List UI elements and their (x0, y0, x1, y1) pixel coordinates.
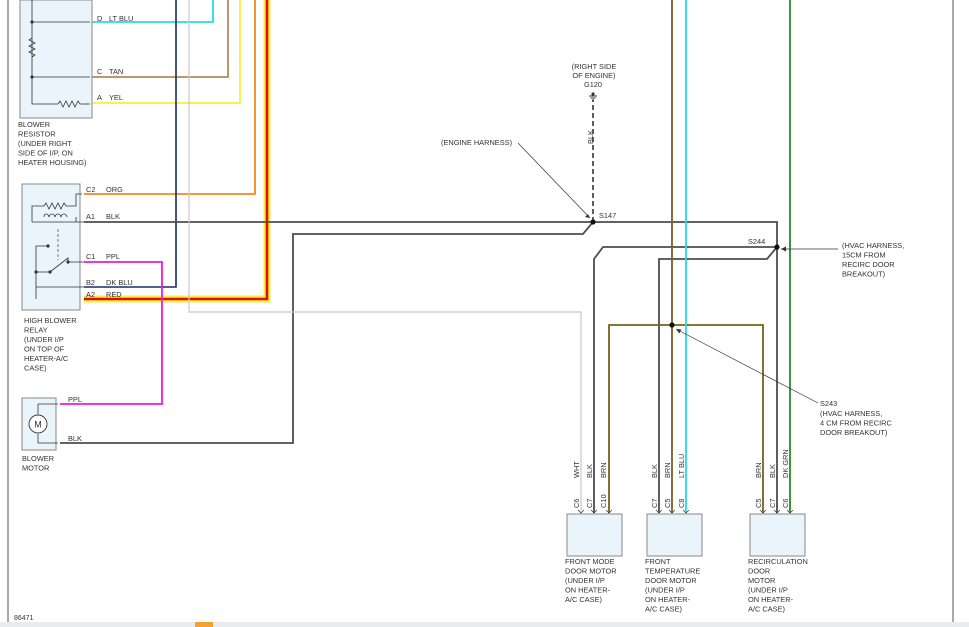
wire-blk-motor-ground (60, 221, 594, 444)
temp-wire-c7: BLK (650, 464, 659, 478)
resistor-wire-c: TAN (109, 67, 123, 76)
bottom-strip-accent (195, 622, 213, 627)
wire-red-relay-a2 (84, 0, 269, 301)
recirc-motor-body (749, 513, 806, 557)
relay-pin-c1: C1 (86, 252, 95, 261)
ground-label: (RIGHT SIDE OF ENGINE) G120 (572, 62, 619, 89)
diagram-id: 86471 (14, 615, 34, 622)
wire-org-relay-c2 (84, 0, 256, 195)
mode-pin-c10: C10 (599, 494, 608, 508)
front-mode-door-motor (566, 513, 623, 557)
motor-symbol (28, 414, 48, 434)
relay-body (21, 183, 81, 311)
mode-pin-c7: C7 (585, 499, 594, 508)
blower-motor-label: BLOWER MOTOR (22, 454, 56, 473)
splice-s243-id: S243 (820, 399, 837, 408)
resistor-pin-d: D (97, 14, 102, 23)
resistor-wire-a: YEL (109, 93, 123, 102)
resistor-pin-c: C (97, 67, 103, 76)
relay-wire-c1: PPL (106, 252, 120, 261)
ground-g120 (589, 92, 597, 101)
splice-s244-id: S244 (748, 237, 765, 246)
wire-ltblu-resistor-d (92, 0, 214, 23)
relay-wire-a2: RED (106, 290, 122, 299)
wire-yel-resistor-a (92, 0, 241, 104)
mode-wire-c7: BLK (585, 464, 594, 478)
splice-s243 (669, 322, 675, 328)
relay-wire-b2: DK BLU (106, 278, 133, 287)
wire-dkblu-relay-b2 (84, 0, 177, 288)
resistor-pin-a: A (97, 93, 102, 102)
blower-motor: M (21, 397, 58, 451)
temp-pin-c7: C7 (650, 499, 659, 508)
temp-motor-label: FRONT TEMPERATURE DOOR MOTOR (UNDER I/P … (645, 557, 702, 614)
recirc-pin-c5: C5 (754, 499, 763, 508)
wire-blk-mode-c7 (593, 246, 777, 513)
splice-s147-id: S147 (599, 211, 616, 220)
wire-wht-mode-c6 (188, 0, 582, 513)
mode-wire-c10: BRN (599, 462, 608, 478)
front-temperature-door-motor (646, 513, 703, 557)
mode-motor-label: FRONT MODE DOOR MOTOR (UNDER I/P ON HEAT… (565, 557, 619, 604)
motor-wire-ppl: PPL (68, 395, 82, 404)
relay-wire-a1: BLK (106, 212, 120, 221)
blower-resistor (19, 0, 93, 119)
relay-wire-c2: ORG (106, 185, 123, 194)
wire-tan-resistor-c (92, 0, 229, 78)
splice-s244-callout: (HVAC HARNESS, 15CM FROM RECIRC DOOR BRE… (842, 241, 906, 279)
temp-pin-c5: C5 (663, 499, 672, 508)
bottom-strip (0, 622, 969, 627)
splice-s147-callout: (ENGINE HARNESS) (441, 138, 512, 147)
recirc-motor-label: RECIRCULATION DOOR MOTOR (UNDER I/P ON H… (748, 557, 810, 614)
high-blower-relay (21, 183, 84, 311)
recirc-pin-c6: C6 (781, 499, 790, 508)
resistor-symbol (28, 37, 36, 58)
wire-blk-temp-c7 (658, 246, 778, 513)
splice-s244 (774, 244, 780, 250)
wire-blk-s147-to-s244 (593, 221, 778, 247)
motor-symbol-letter: M (34, 420, 42, 430)
relay-coil (43, 202, 70, 210)
recirc-wire-c6: DK GRN (781, 449, 790, 478)
door-motor-connectors (577, 509, 794, 514)
ground-wire-label: BLK (586, 130, 595, 144)
blower-resistor-label: BLOWER RESISTOR (UNDER RIGHT SIDE OF I/P… (18, 120, 86, 167)
relay-pin-b2: B2 (86, 278, 95, 287)
splice-s147 (590, 219, 596, 225)
motor-wire-blk: BLK (68, 434, 82, 443)
recirc-wire-c7: BLK (768, 464, 777, 478)
temp-wire-c5: BRN (663, 462, 672, 478)
recirc-wire-c5: BRN (754, 462, 763, 478)
recirculation-door-motor (749, 513, 806, 557)
recirc-pin-c7: C7 (768, 499, 777, 508)
mode-motor-body (566, 513, 623, 557)
relay-label: HIGH BLOWER RELAY (UNDER I/P ON TOP OF H… (24, 316, 79, 373)
ground-symbol (589, 95, 597, 101)
relay-pin-c2: C2 (86, 185, 95, 194)
mode-pin-c6: C6 (572, 499, 581, 508)
resistor-wire-d: LT BLU (109, 14, 133, 23)
wire-ppl-relay-to-motor (60, 261, 163, 405)
relay-pin-a2: A2 (86, 290, 95, 299)
temp-motor-body (646, 513, 703, 557)
s243-leader (675, 328, 819, 404)
splice-s243-callout: (HVAC HARNESS, 4 CM FROM RECIRC DOOR BRE… (820, 409, 894, 437)
s147-leader (517, 142, 591, 219)
mode-wire-c6: WHT (572, 461, 581, 478)
temp-wire-c8: LT BLU (677, 454, 686, 478)
temp-pin-c8: C8 (677, 499, 686, 508)
blower-resistor-body (19, 0, 93, 119)
relay-pin-a1: A1 (86, 212, 95, 221)
